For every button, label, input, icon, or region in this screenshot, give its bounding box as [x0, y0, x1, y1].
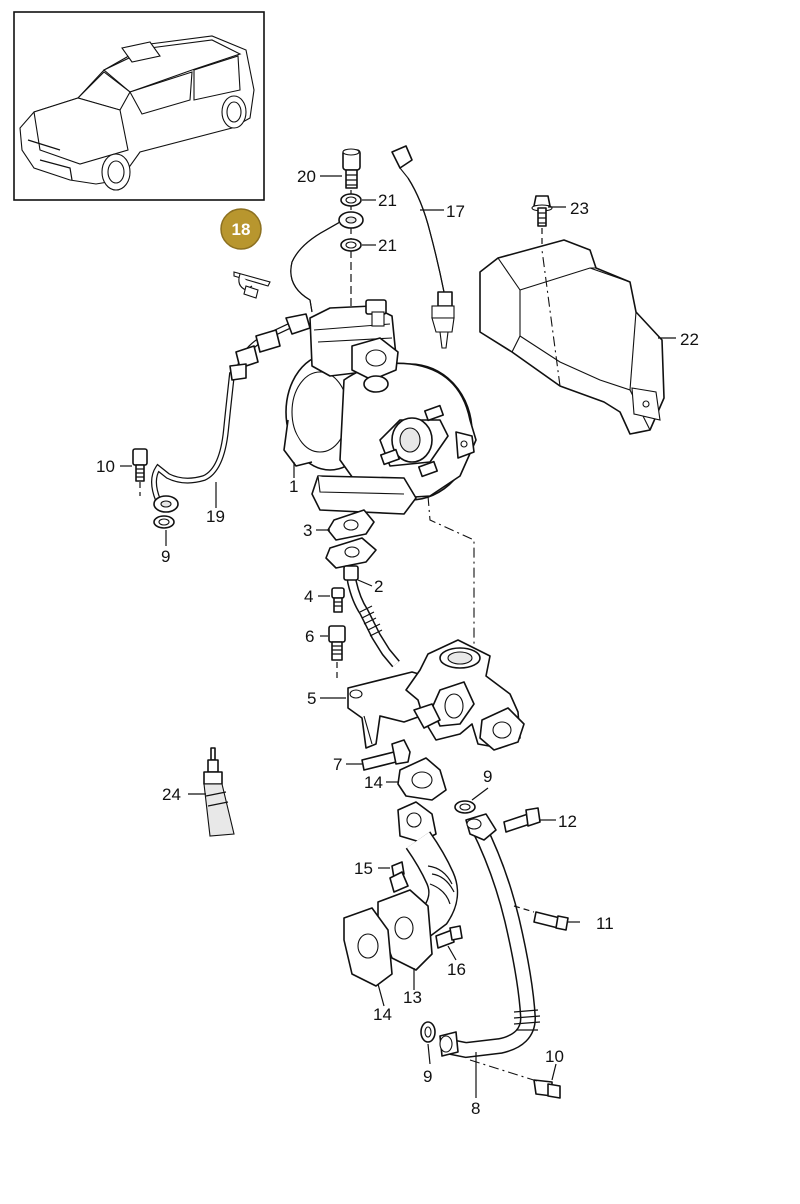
part-9-washer-lower [420, 1021, 436, 1043]
label-part-13[interactable]: 13 [403, 988, 422, 1007]
label-part-9-lower[interactable]: 9 [423, 1067, 432, 1086]
part-3-gasket [327, 509, 375, 541]
oil-feed-line [290, 221, 341, 313]
part-21-washer-upper [340, 193, 362, 207]
part-14-gasket-lower [343, 907, 393, 987]
part-16-bolt [435, 925, 463, 949]
part-18-badge[interactable]: 18 [220, 208, 262, 250]
label-part-15[interactable]: 15 [354, 859, 373, 878]
part-4-bolt [331, 587, 345, 613]
label-part-21-lower[interactable]: 21 [378, 236, 397, 255]
label-part-7[interactable]: 7 [333, 755, 342, 774]
label-part-19[interactable]: 19 [206, 507, 225, 526]
part-17-sensor [391, 145, 455, 349]
label-part-21-upper[interactable]: 21 [378, 191, 397, 210]
part-19-oil-pipe [151, 313, 311, 513]
oil-feed-banjo [338, 211, 364, 229]
label-part-24[interactable]: 24 [162, 785, 181, 804]
part-1-turbocharger [283, 299, 477, 515]
part-8-egr-tube [439, 813, 541, 1059]
label-part-11[interactable]: 11 [596, 914, 614, 933]
part-23-bolt [531, 195, 553, 250]
leader-lines [120, 175, 676, 1098]
part-9-washer-upper [153, 515, 175, 529]
label-part-23[interactable]: 23 [570, 199, 589, 218]
label-part-14-upper[interactable]: 14 [364, 773, 383, 792]
part-7-bolt [361, 739, 411, 771]
exhaust-manifold [405, 639, 525, 751]
part-12-bolt [503, 807, 541, 833]
label-part-16[interactable]: 16 [447, 960, 466, 979]
part-18-clip [233, 271, 271, 299]
part-2-oil-drain-pipe [325, 537, 400, 668]
label-part-20[interactable]: 20 [297, 167, 316, 186]
part-6-bolt [328, 625, 346, 680]
part-21-washer-lower [340, 238, 362, 252]
part-9-washer-middle [454, 800, 476, 814]
label-part-5[interactable]: 5 [307, 689, 316, 708]
part-labels: 20 21 21 17 23 22 1 10 19 9 3 2 4 6 5 7 … [96, 167, 699, 1118]
part-15-bolt [389, 861, 409, 893]
label-part-9-middle[interactable]: 9 [483, 767, 492, 786]
label-part-6[interactable]: 6 [305, 627, 314, 646]
svg-text:18: 18 [232, 220, 251, 239]
part-10-bolt-upper [132, 448, 148, 496]
label-part-12[interactable]: 12 [558, 812, 577, 831]
label-part-17[interactable]: 17 [446, 202, 465, 221]
label-part-10-lower[interactable]: 10 [545, 1047, 564, 1066]
label-part-4[interactable]: 4 [304, 587, 313, 606]
part-14-gasket-upper [397, 757, 447, 801]
part-13-egr-pipe [377, 801, 459, 971]
label-part-22[interactable]: 22 [680, 330, 699, 349]
label-part-14-lower[interactable]: 14 [373, 1005, 392, 1024]
label-part-10-upper[interactable]: 10 [96, 457, 115, 476]
part-10-bolt-lower [469, 1059, 561, 1099]
label-part-1[interactable]: 1 [289, 477, 298, 496]
part-22-heat-shield [479, 239, 665, 435]
part-20-bolt [342, 148, 361, 189]
label-part-3[interactable]: 3 [303, 521, 312, 540]
label-part-2[interactable]: 2 [374, 577, 383, 596]
label-part-9-upper[interactable]: 9 [161, 547, 170, 566]
vehicle-thumbnail [13, 11, 265, 201]
label-part-8[interactable]: 8 [471, 1099, 480, 1118]
part-24-sealant-tube [203, 747, 235, 837]
part-11-bolt [513, 905, 569, 931]
